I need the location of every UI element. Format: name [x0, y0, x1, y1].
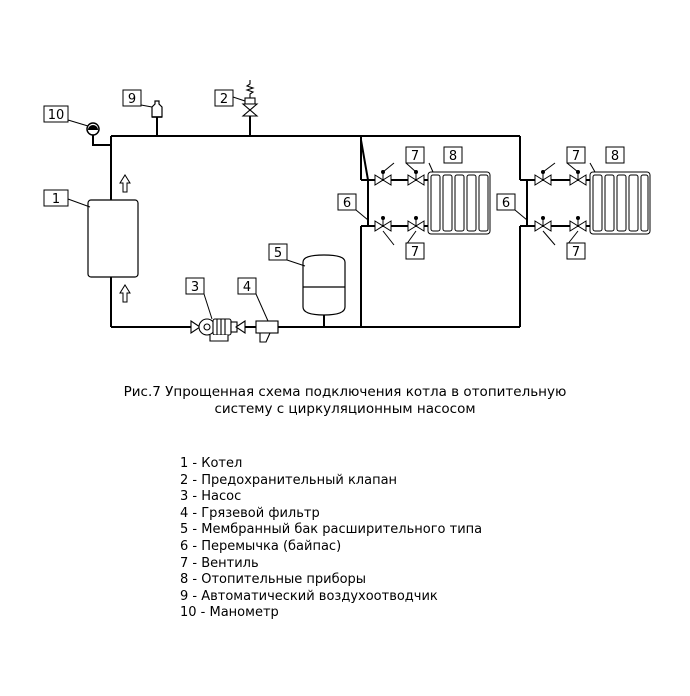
- legend-item: 2 - Предохранительный клапан: [180, 472, 398, 488]
- svg-text:7: 7: [572, 149, 580, 164]
- svg-text:7: 7: [572, 245, 580, 260]
- svg-text:2: 2: [220, 92, 228, 107]
- label-box-7b: 7: [405, 242, 425, 260]
- label-box-6b: 6: [496, 193, 516, 211]
- flow-up-arrow-icon: [119, 174, 131, 303]
- svg-text:5: 5: [274, 246, 282, 261]
- caption-line-2: систему с циркуляционным насосом: [214, 401, 476, 417]
- manometer-branch: [92, 133, 111, 146]
- svg-text:9: 9: [128, 92, 136, 107]
- svg-text:7: 7: [411, 245, 419, 260]
- label-box-7c: 7: [566, 146, 586, 164]
- legend-item: 6 - Перемычка (байпас): [180, 538, 342, 554]
- manometer-icon: [86, 122, 100, 136]
- label-box-7a: 7: [405, 146, 425, 164]
- label-box-2: 2: [214, 89, 234, 107]
- caption-line-1: Рис.7 Упрощенная схема подключения котла…: [123, 384, 567, 400]
- legend-item: 10 - Манометр: [180, 605, 279, 621]
- svg-text:7: 7: [411, 149, 419, 164]
- legend-item: 8 - Отопительные приборы: [180, 572, 367, 588]
- radiator-loop1-icon: [427, 171, 491, 235]
- svg-text:10: 10: [48, 108, 65, 123]
- legend-item: 3 - Насос: [180, 489, 242, 505]
- svg-text:6: 6: [502, 196, 510, 211]
- svg-text:6: 6: [343, 196, 351, 211]
- label-box-10: 10: [43, 105, 69, 123]
- radiator-loop2-icon: [589, 171, 651, 235]
- label-box-8a: 8: [443, 146, 463, 164]
- valve-group-loop2: [534, 170, 587, 232]
- svg-text:8: 8: [611, 149, 619, 164]
- expansion-tank-icon: [302, 254, 346, 316]
- svg-text:3: 3: [191, 280, 199, 295]
- pump-icon: [190, 318, 246, 342]
- figure-caption: Рис.7 Упрощенная схема подключения котла…: [0, 384, 690, 418]
- legend-list: 1 - Котел 2 - Предохранительный клапан 3…: [180, 456, 482, 622]
- legend-item: 9 - Автоматический воздухоотводчик: [180, 588, 438, 604]
- legend-item: 7 - Вентиль: [180, 555, 259, 571]
- label-box-1: 1: [43, 189, 69, 207]
- legend-item: 1 - Котел: [180, 456, 243, 471]
- leader-lines: [67, 96, 596, 322]
- svg-text:4: 4: [243, 280, 251, 295]
- label-box-8b: 8: [605, 146, 625, 164]
- bypass-2: [520, 179, 528, 227]
- svg-text:1: 1: [52, 192, 60, 207]
- legend-item: 4 - Грязевой фильтр: [180, 505, 320, 521]
- mud-filter-icon: [255, 320, 279, 343]
- label-box-9: 9: [122, 89, 142, 107]
- boiler: [87, 199, 139, 278]
- valve-group-loop1: [374, 170, 425, 232]
- svg-text:8: 8: [449, 149, 457, 164]
- legend-item: 5 - Мембранный бак расширительного типа: [180, 522, 483, 538]
- label-box-3: 3: [185, 277, 205, 295]
- air-vent-icon: [151, 100, 163, 118]
- label-box-4: 4: [237, 277, 257, 295]
- heating-scheme-diagram: 10 1 9 2 3 4 5 6 6 7 8 7: [43, 80, 651, 343]
- label-box-7d: 7: [566, 242, 586, 260]
- label-box-6a: 6: [337, 193, 357, 211]
- label-box-5: 5: [268, 243, 288, 261]
- safety-valve-icon: [241, 80, 259, 117]
